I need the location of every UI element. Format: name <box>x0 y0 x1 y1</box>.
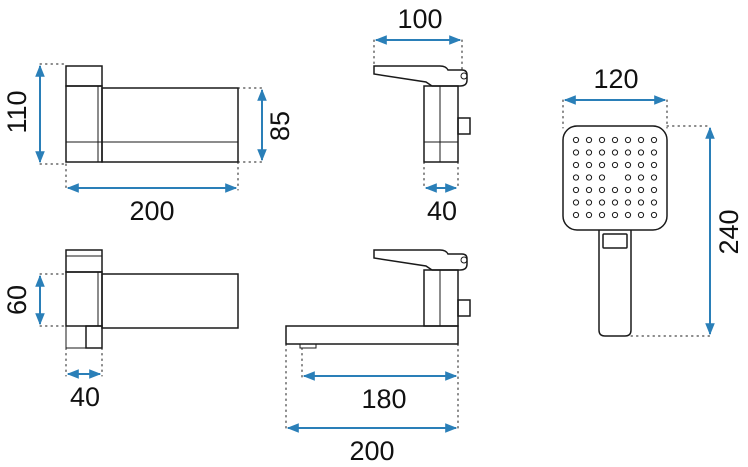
nozzle-hole <box>585 174 593 181</box>
nozzle-hole <box>637 186 645 194</box>
nozzle-hole <box>598 136 606 144</box>
nozzle-hole <box>598 199 606 206</box>
dim-label-120: 120 <box>593 64 638 94</box>
nozzle-hole <box>611 136 619 144</box>
nozzle-hole <box>572 199 580 206</box>
nozzle-hole <box>598 174 606 181</box>
side-lever <box>373 65 468 87</box>
dim-label-110: 110 <box>2 90 32 133</box>
nozzle-hole <box>572 161 580 169</box>
nozzle-hole <box>611 149 619 156</box>
nozzle-hole <box>598 149 606 156</box>
spout-lever <box>373 249 468 271</box>
nozzle-hole <box>624 136 632 144</box>
top-cartridge <box>65 249 103 273</box>
front-view: 110 85 200 <box>2 63 295 226</box>
handshower-nozzles <box>572 136 658 219</box>
nozzle-hole <box>650 186 658 194</box>
nozzle-hole <box>637 199 645 206</box>
nozzle-hole <box>624 186 632 194</box>
nozzle-hole <box>650 174 658 181</box>
front-valve-body <box>65 85 103 163</box>
top-outlet <box>85 325 103 349</box>
nozzle-hole <box>585 149 593 156</box>
nozzle-hole <box>572 149 580 156</box>
top-valve-body <box>65 271 103 327</box>
side-diverter-knob <box>457 117 471 135</box>
nozzle-hole <box>598 161 606 169</box>
nozzle-hole <box>611 161 619 169</box>
dim-label-200-front: 200 <box>129 196 174 226</box>
dim-label-85: 85 <box>265 111 295 141</box>
top-spout-body <box>101 273 239 329</box>
nozzle-hole <box>611 186 619 194</box>
nozzle-hole <box>624 174 632 181</box>
handshower-head <box>562 125 668 231</box>
dim-label-100: 100 <box>397 4 442 34</box>
nozzle-hole <box>572 174 580 181</box>
nozzle-hole <box>572 136 580 144</box>
handshower-handle <box>598 230 632 337</box>
front-cartridge <box>65 65 103 87</box>
nozzle-hole <box>624 161 632 169</box>
nozzle-hole <box>624 211 632 219</box>
nozzle-hole <box>650 149 658 156</box>
nozzle-hole <box>637 174 645 181</box>
front-spout-body <box>101 87 239 163</box>
spout-arm <box>285 325 459 345</box>
nozzle-hole <box>637 136 645 144</box>
nozzle-hole <box>598 186 606 194</box>
nozzle-hole <box>637 211 645 219</box>
dim-label-240: 240 <box>714 209 744 254</box>
nozzle-hole <box>611 211 619 219</box>
nozzle-hole <box>650 136 658 144</box>
nozzle-hole <box>624 149 632 156</box>
spout-valve-body <box>423 269 459 327</box>
nozzle-hole <box>650 161 658 169</box>
spout-aerator <box>299 343 317 349</box>
nozzle-hole <box>611 199 619 206</box>
dim-label-40-top: 40 <box>70 382 100 412</box>
handshower-view: 120 240 <box>562 64 744 337</box>
nozzle-hole <box>585 186 593 194</box>
dim-label-60: 60 <box>2 285 32 315</box>
side-view: 100 40 <box>373 4 471 226</box>
nozzle-hole <box>598 211 606 219</box>
handshower-button <box>602 233 628 249</box>
nozzle-hole <box>585 161 593 169</box>
nozzle-hole <box>585 211 593 219</box>
dim-label-180: 180 <box>361 384 406 414</box>
spout-view: 180 200 <box>285 249 471 466</box>
top-view: 60 40 <box>2 249 239 412</box>
nozzle-hole <box>572 186 580 194</box>
nozzle-hole <box>637 161 645 169</box>
nozzle-hole <box>585 136 593 144</box>
nozzle-hole <box>572 211 580 219</box>
side-valve-body <box>423 85 459 163</box>
dim-label-40-side: 40 <box>427 196 457 226</box>
spout-diverter-knob <box>457 299 471 317</box>
nozzle-hole <box>637 149 645 156</box>
nozzle-hole <box>650 211 658 219</box>
dim-label-200-spout: 200 <box>349 436 394 466</box>
nozzle-hole <box>585 199 593 206</box>
nozzle-hole <box>650 199 658 206</box>
nozzle-hole <box>624 199 632 206</box>
